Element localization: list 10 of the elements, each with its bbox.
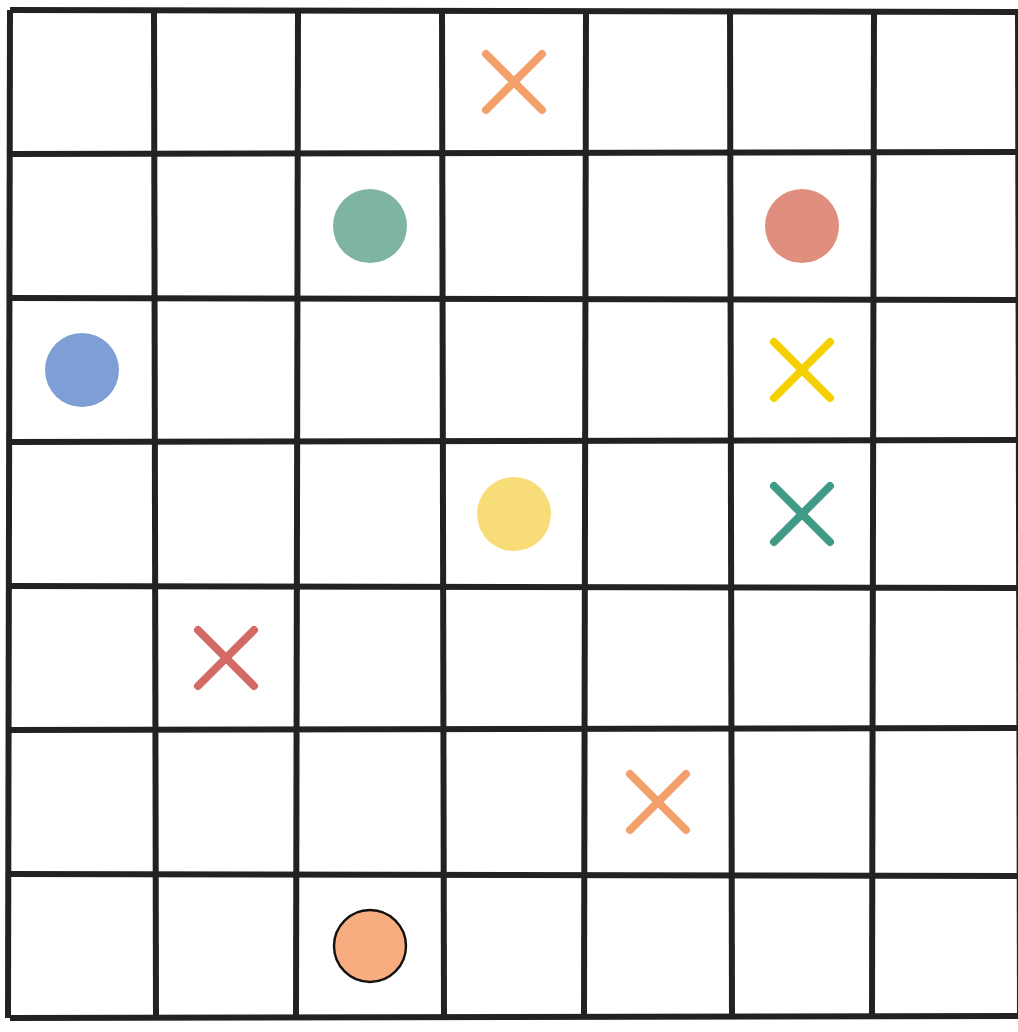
cross-marker xyxy=(476,44,552,120)
circle-marker xyxy=(44,332,120,408)
circle-marker xyxy=(764,188,840,264)
circle-marker xyxy=(476,476,552,552)
cross-marker xyxy=(764,476,840,552)
cross-marker xyxy=(188,620,264,696)
cross-marker xyxy=(620,764,696,840)
circle-marker xyxy=(332,188,408,264)
cross-marker xyxy=(764,332,840,408)
circle-marker xyxy=(332,908,408,984)
